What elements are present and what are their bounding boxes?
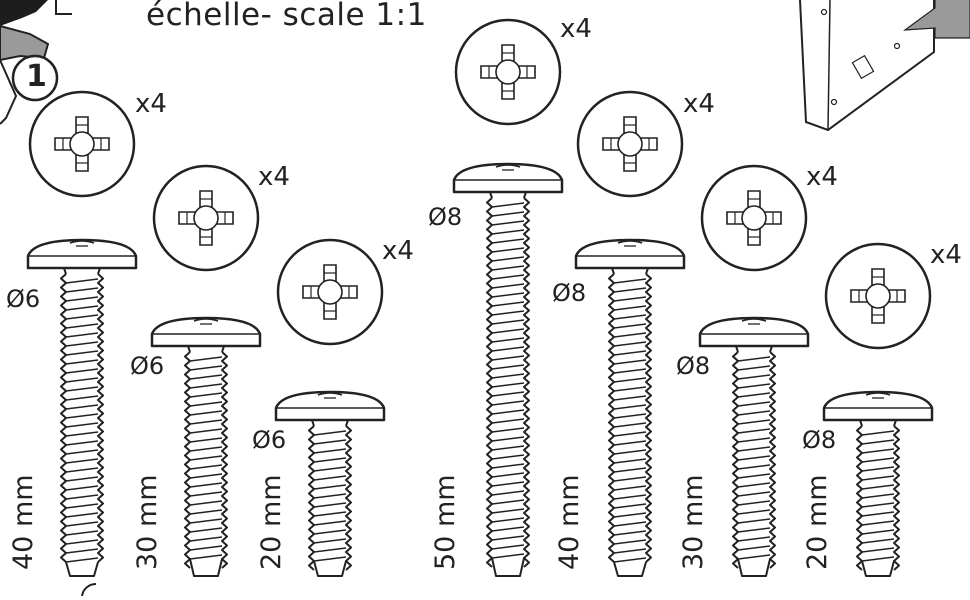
quantity-label: x4 [382, 236, 414, 266]
quantity-label: x4 [560, 14, 592, 44]
length-label: 20 mm [256, 474, 287, 570]
diameter-label: Ø8 [552, 279, 587, 307]
screw-head-top-view [700, 164, 808, 272]
length-label: 40 mm [554, 474, 585, 570]
diameter-label: Ø8 [802, 426, 837, 454]
step-number: 1 [26, 59, 47, 94]
screw-head-top-view [28, 90, 136, 198]
screw-side-view [574, 238, 686, 577]
screw-side-view [150, 316, 262, 577]
diameter-label: Ø6 [252, 426, 287, 454]
quantity-label: x4 [683, 89, 715, 119]
screw-head-top-view [276, 238, 384, 346]
screw-side-view [26, 238, 138, 577]
quantity-label: x4 [930, 240, 962, 270]
diameter-label: Ø8 [676, 352, 711, 380]
length-label: 40 mm [8, 474, 39, 570]
screw-head-top-view [824, 242, 932, 350]
screw-head-top-view [576, 90, 684, 198]
panel-illustration [799, 0, 970, 132]
length-label: 50 mm [430, 474, 461, 570]
screw-head-top-view [152, 164, 260, 272]
length-label: 30 mm [132, 474, 163, 570]
diameter-label: Ø6 [6, 285, 41, 313]
step-badge [11, 54, 59, 102]
quantity-label: x4 [258, 162, 290, 192]
quantity-label: x4 [135, 89, 167, 119]
screw-side-view [274, 390, 386, 577]
scale-label: échelle- scale 1:1 [146, 0, 427, 33]
length-label: 30 mm [678, 474, 709, 570]
screw-side-view [698, 316, 810, 577]
diameter-label: Ø6 [130, 352, 165, 380]
diameter-label: Ø8 [428, 203, 463, 231]
screw-side-view [822, 390, 934, 577]
quantity-label: x4 [806, 162, 838, 192]
screw-side-view [452, 162, 564, 577]
screw-head-top-view [454, 18, 562, 126]
length-label: 20 mm [802, 474, 833, 570]
